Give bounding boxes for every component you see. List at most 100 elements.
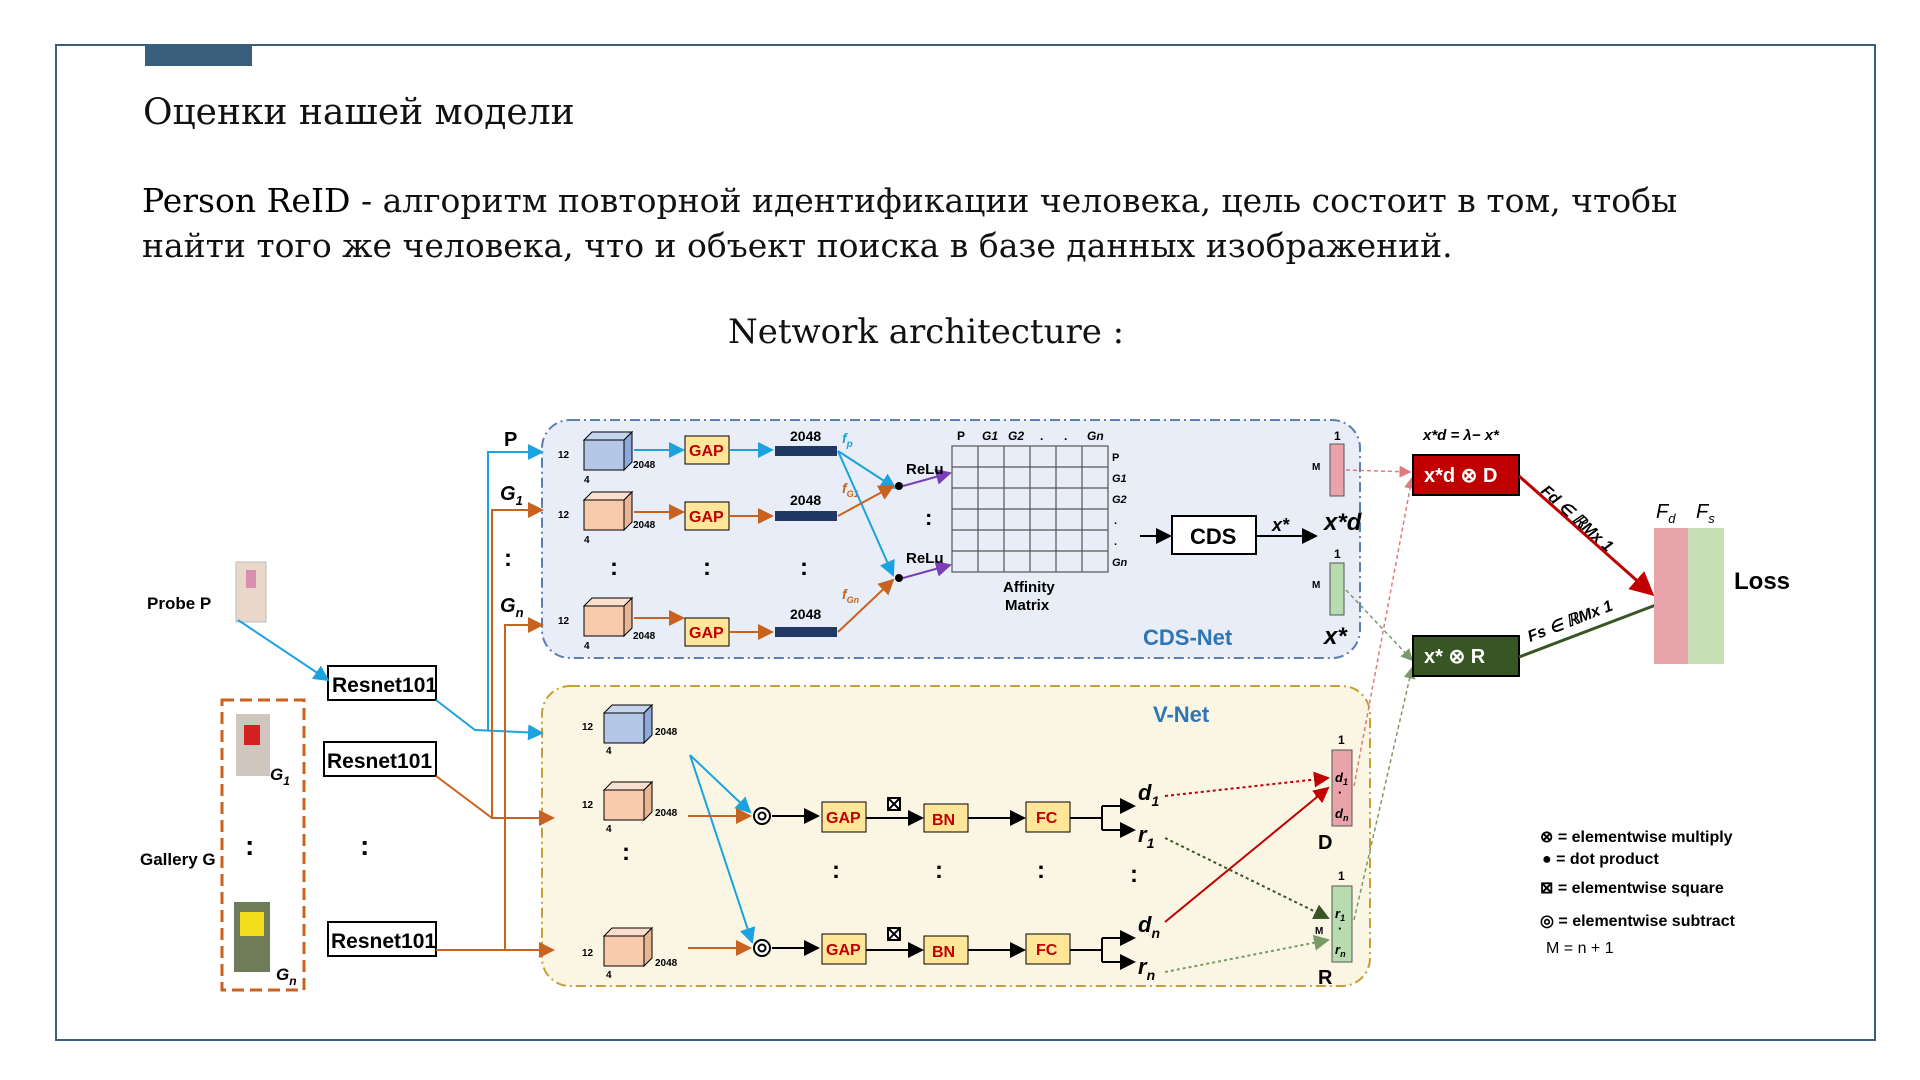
vec-xd — [1329, 443, 1345, 497]
relu-ellipsis: : — [925, 505, 932, 530]
cds-gap-p: GAP — [684, 435, 730, 465]
gallery-label: Gallery G — [140, 850, 216, 869]
svg-text:2048: 2048 — [655, 808, 678, 819]
svg-text:12: 12 — [558, 510, 570, 521]
vec-r: r1 · rn — [1331, 885, 1353, 963]
xd-times-d-block: x*d ⊗ D — [1412, 454, 1520, 496]
vec-x — [1329, 562, 1345, 616]
relu-label-n: ReLu — [906, 550, 944, 567]
vec-r-one: 1 — [1338, 869, 1345, 883]
vec-d: d1 · dn — [1331, 749, 1353, 827]
vec-d-label: D — [1318, 832, 1332, 854]
svg-text:·: · — [1338, 785, 1342, 800]
resnet-g1: Resnet101 — [323, 741, 437, 777]
dot-product-n — [895, 574, 903, 582]
vnet-fc-n: FC — [1025, 933, 1071, 965]
affinity-matrix-col-labels: P G1 G2 . . Gn — [957, 429, 1104, 443]
cds-cube-gn — [582, 596, 634, 638]
svg-text:12: 12 — [558, 616, 570, 627]
svg-text:·: · — [1338, 921, 1342, 936]
feature-bar-g1: 2048 — [775, 492, 837, 521]
vec-xd-one: 1 — [1334, 429, 1341, 443]
p-input-label: P — [504, 429, 517, 451]
square-op-n — [887, 927, 901, 941]
xd-star-label: x*d — [1322, 509, 1363, 536]
subtract-op-1 — [753, 807, 771, 825]
g1-input-label: G1 — [500, 483, 523, 508]
legend-m: M = n + 1 — [1546, 940, 1614, 957]
fd-dimension-label: Fd ∈ ℝMx 1 — [1537, 482, 1616, 555]
vec-x-one: 1 — [1334, 547, 1341, 561]
legend-subtract: ◎ = elementwise subtract — [1540, 913, 1736, 930]
fs-label: Fs — [1696, 501, 1715, 526]
svg-text:2048: 2048 — [633, 631, 656, 642]
svg-text:P: P — [957, 429, 965, 443]
vec-xd-m: M — [1312, 462, 1320, 473]
svg-text:GAP: GAP — [826, 942, 861, 959]
svg-text:12: 12 — [558, 450, 570, 461]
v-net-panel — [541, 685, 1371, 987]
description-text: - алгоритм повторной идентификации челов… — [142, 181, 1678, 265]
gallery-g1-label: G1 — [270, 765, 290, 788]
legend-multiply: ⊗ = elementwise multiply — [1540, 829, 1733, 846]
matrix-label: Matrix — [1005, 597, 1050, 614]
fp-label: fp — [842, 430, 853, 450]
svg-text:12: 12 — [582, 722, 594, 733]
rn-label: rn — [1138, 954, 1155, 983]
fgn-label: fGn — [842, 586, 860, 605]
r1-label: r1 — [1138, 822, 1155, 851]
svg-text:2048: 2048 — [790, 492, 821, 508]
square-op-1 — [887, 797, 901, 811]
vnet-cube-ellipsis: : — [622, 839, 630, 866]
svg-text:G1: G1 — [1112, 473, 1127, 485]
cds-x-star-label: x* — [1271, 515, 1290, 535]
loss-label: Loss — [1734, 568, 1790, 595]
cds-block: CDS — [1171, 515, 1257, 555]
svg-text:r1: r1 — [1335, 906, 1345, 923]
resnet-probe: Resnet101 — [327, 665, 437, 701]
svg-text:4: 4 — [584, 475, 590, 486]
description-term: Person ReID — [142, 181, 351, 220]
gallery-person-n — [240, 912, 264, 936]
slide-title: Оценки нашей модели — [143, 92, 575, 133]
svg-text:.: . — [1064, 429, 1067, 443]
gallery-person-1 — [244, 725, 260, 745]
svg-text:G2: G2 — [1112, 494, 1127, 506]
fd-bar — [1654, 528, 1688, 664]
cds-gap-gn: GAP — [684, 617, 730, 647]
input-ellipsis: : — [504, 545, 512, 572]
diagram-title: Network architecture : — [728, 312, 1125, 352]
svg-text:BN: BN — [932, 944, 955, 961]
dn-label: dn — [1138, 912, 1160, 941]
svg-text:x*d ⊗ D: x*d ⊗ D — [1424, 465, 1497, 487]
svg-text:FC: FC — [1036, 942, 1058, 959]
vnet-bn-ellipsis: : — [935, 857, 943, 884]
d1-label: d1 — [1138, 780, 1159, 809]
svg-text:4: 4 — [584, 641, 590, 652]
svg-text:4: 4 — [606, 824, 612, 835]
svg-text:BN: BN — [932, 812, 955, 829]
svg-text:P: P — [1112, 452, 1119, 464]
svg-text:GAP: GAP — [826, 810, 861, 827]
legend-square: ⊠ = elementwise square — [1540, 880, 1724, 897]
affinity-label: Affinity — [1003, 579, 1055, 596]
svg-text:2048: 2048 — [633, 520, 656, 531]
cds-gap-ellipsis: : — [703, 554, 711, 581]
feature-bar-ellipsis: : — [800, 554, 808, 581]
svg-text:Gn: Gn — [1087, 429, 1104, 443]
svg-text:.: . — [1114, 515, 1117, 527]
vec-x-m: M — [1312, 580, 1320, 591]
affinity-matrix-row-labels: P G1 G2 . . Gn — [1112, 452, 1128, 569]
svg-text:2048: 2048 — [655, 727, 678, 738]
vnet-cube-p — [602, 703, 654, 745]
svg-text:12: 12 — [582, 948, 594, 959]
gallery-ellipsis: : — [245, 830, 254, 861]
svg-text:x* ⊗ R: x* ⊗ R — [1424, 646, 1486, 668]
fd-label: Fd — [1656, 501, 1676, 526]
svg-text:Resnet101: Resnet101 — [331, 930, 436, 953]
svg-text:.: . — [1114, 536, 1117, 548]
svg-text:4: 4 — [584, 535, 590, 546]
cds-cube-g1 — [582, 490, 634, 532]
